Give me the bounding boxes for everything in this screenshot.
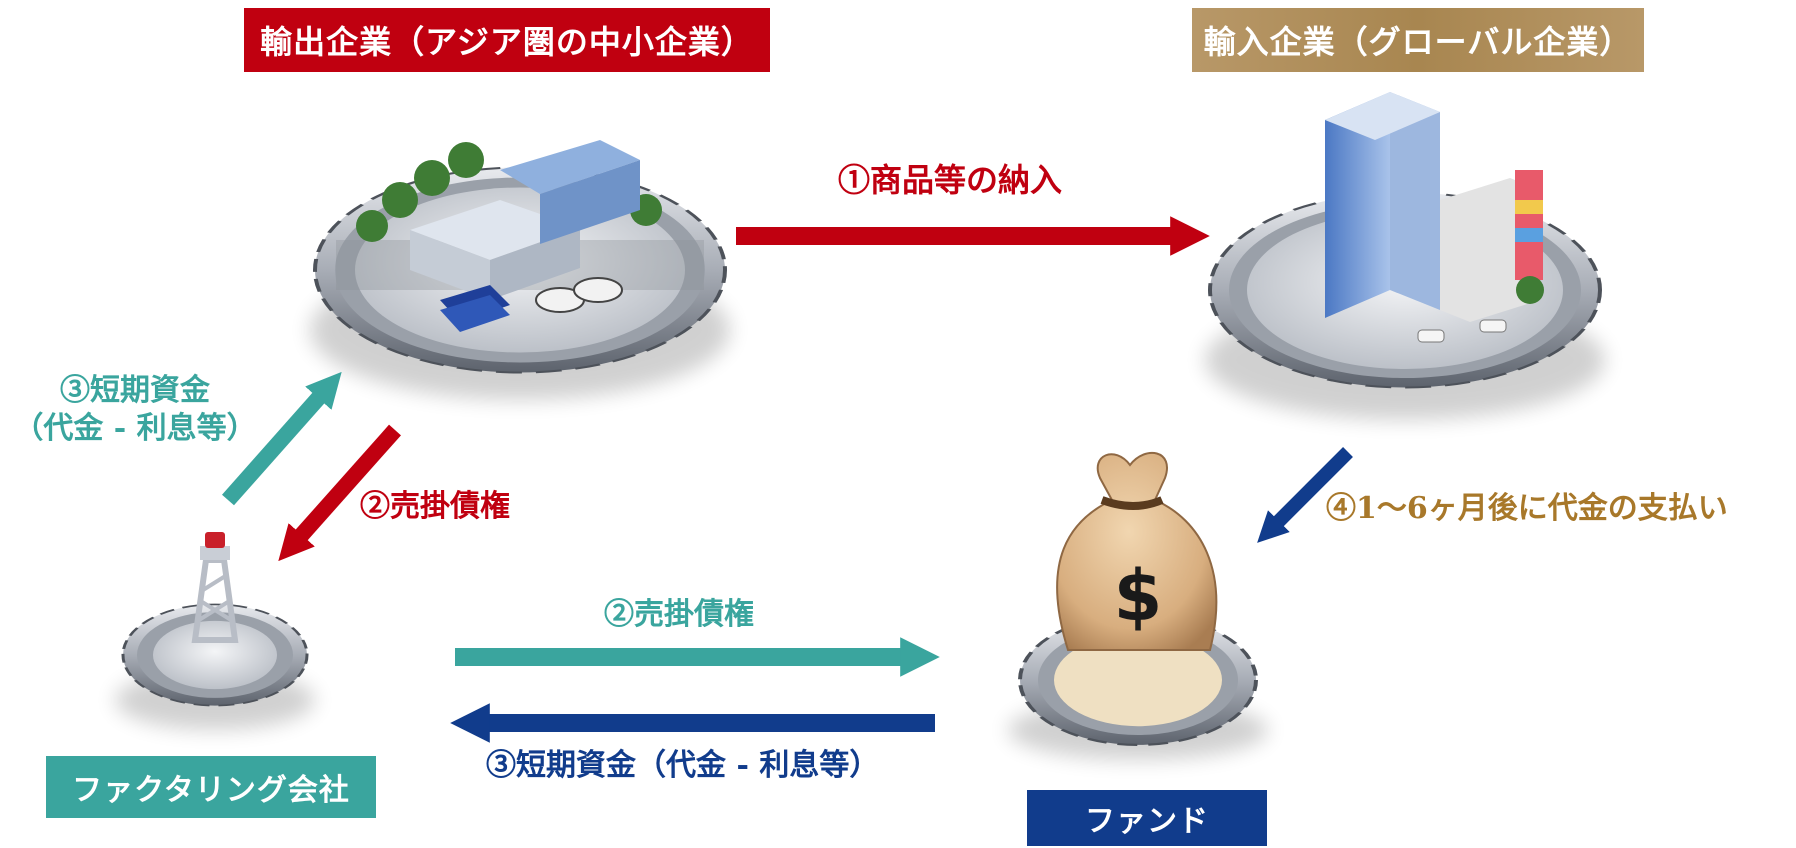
receivable-to-fund-text: ②売掛債権 <box>604 597 754 632</box>
factoring-gear-illustration <box>115 532 315 730</box>
short-term-funds-text: ③短期資金 （代金 - 利息等） <box>10 372 260 447</box>
exporter-gear-illustration <box>310 140 730 400</box>
importer-gear-illustration <box>1205 92 1605 420</box>
factoring-label: ファクタリング会社 <box>46 756 376 818</box>
dollar-sign-icon: $ <box>1114 555 1163 637</box>
payment-text: ④1〜6ヶ月後に代金の支払い <box>1326 491 1728 526</box>
importer-label: 輸入企業（グローバル企業） <box>1192 8 1644 72</box>
arrow-short-term-funds-to-exporter <box>222 371 342 506</box>
fund-label: ファンド <box>1027 790 1267 846</box>
short-term-funds-from-fund-text: ③短期資金（代金 - 利息等） <box>486 748 880 783</box>
fund-gear-illustration: $ <box>1008 451 1268 760</box>
exporter-label: 輸出企業（アジア圏の中小企業） <box>244 8 770 72</box>
arrow-payment <box>1257 447 1353 543</box>
goods-delivery-text: ①商品等の納入 <box>838 161 1063 199</box>
short-term-funds-line1: ③短期資金 <box>60 373 210 408</box>
arrow-receivable-to-factoring <box>278 424 401 562</box>
receivable-to-factoring-text: ②売掛債権 <box>360 489 510 524</box>
short-term-funds-line2: （代金 - 利息等） <box>13 410 257 446</box>
